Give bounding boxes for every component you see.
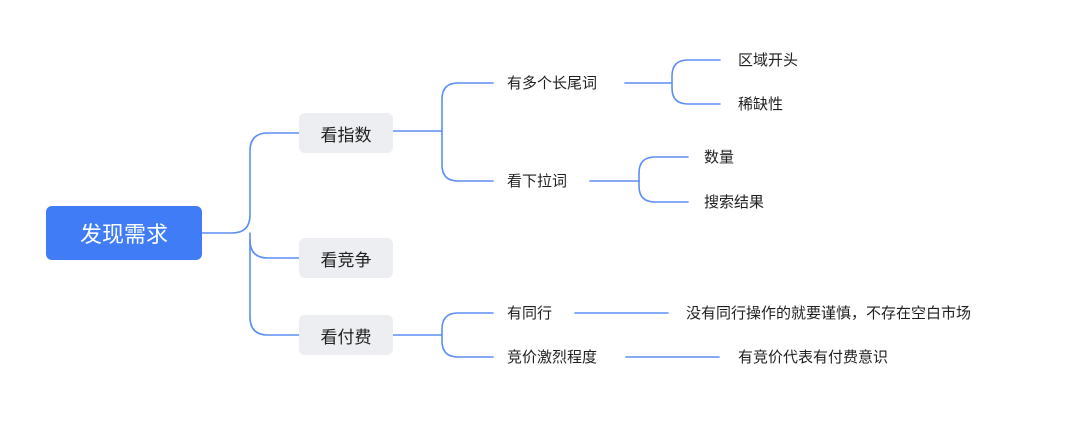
connector-root-to-kanzhishu — [201, 132, 300, 234]
leaf-node-paid-awareness: 有竞价代表有付费意识 — [738, 348, 889, 366]
branch-node-kanjingzheng: 看竞争 — [299, 238, 393, 278]
connector-kanfufei-to-jingjia — [441, 334, 494, 358]
connector-changweici-to-quyu — [624, 59, 721, 84]
connector-kanzhishu-to-changweici — [392, 82, 494, 132]
subtopic-node-jingjia: 竞价激烈程度 — [507, 348, 598, 366]
subtopic-node-changweici: 有多个长尾词 — [507, 74, 598, 92]
connector-root-to-kanfufei — [249, 239, 300, 336]
root-node: 发现需求 — [46, 206, 202, 260]
connector-xialaci-to-shuliang — [589, 156, 689, 182]
branch-node-kanfufei: 看付费 — [299, 315, 393, 355]
connector-changweici-to-xique — [671, 82, 721, 105]
leaf-node-shuliang: 数量 — [704, 148, 735, 166]
connector-root-to-kanjingzheng — [249, 232, 300, 259]
connector-kanfufei-to-tonghang — [392, 312, 494, 336]
connector-xialaci-to-sousuo — [638, 180, 689, 203]
leaf-node-sousuojieguo: 搜索结果 — [704, 193, 765, 211]
leaf-node-quyukaitou: 区域开头 — [738, 51, 799, 69]
subtopic-node-xialaci: 看下拉词 — [507, 172, 568, 190]
branch-node-kanzhishu: 看指数 — [299, 113, 393, 153]
leaf-node-xiquexing: 稀缺性 — [738, 95, 784, 113]
connector-kanzhishu-to-xialaci — [441, 130, 494, 182]
subtopic-node-tonghang: 有同行 — [507, 304, 553, 322]
leaf-node-no-peer-caution: 没有同行操作的就要谨慎，不存在空白市场 — [686, 304, 972, 322]
